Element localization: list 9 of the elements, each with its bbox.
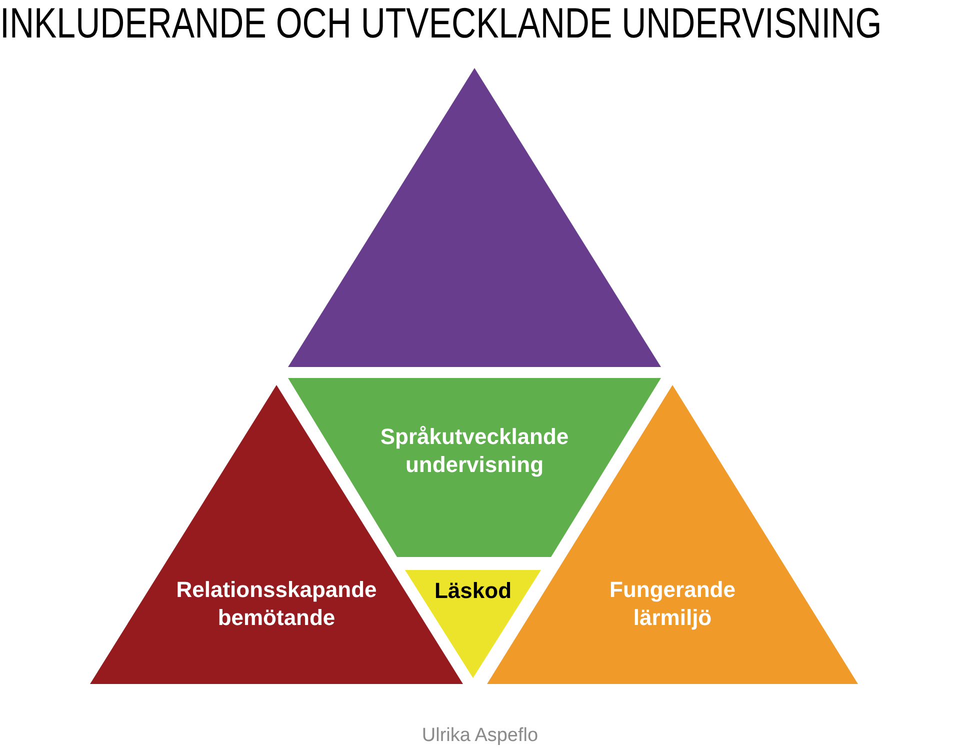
title: INKLUDERANDE OCH UTVECKLANDE UNDERVISNING (0, 0, 882, 48)
section-label: Språkutvecklande undervisning (380, 423, 569, 479)
caption: Ulrika Aspeflo (422, 725, 538, 746)
section-label: Läskod (434, 577, 512, 605)
triangle (288, 68, 661, 367)
inverted-triangle (405, 570, 541, 678)
section-label: Fungerande lärmiljö (610, 576, 736, 632)
inverted-trapezoid (288, 378, 661, 557)
section-label: Relationsskapande bemötande (176, 576, 377, 632)
